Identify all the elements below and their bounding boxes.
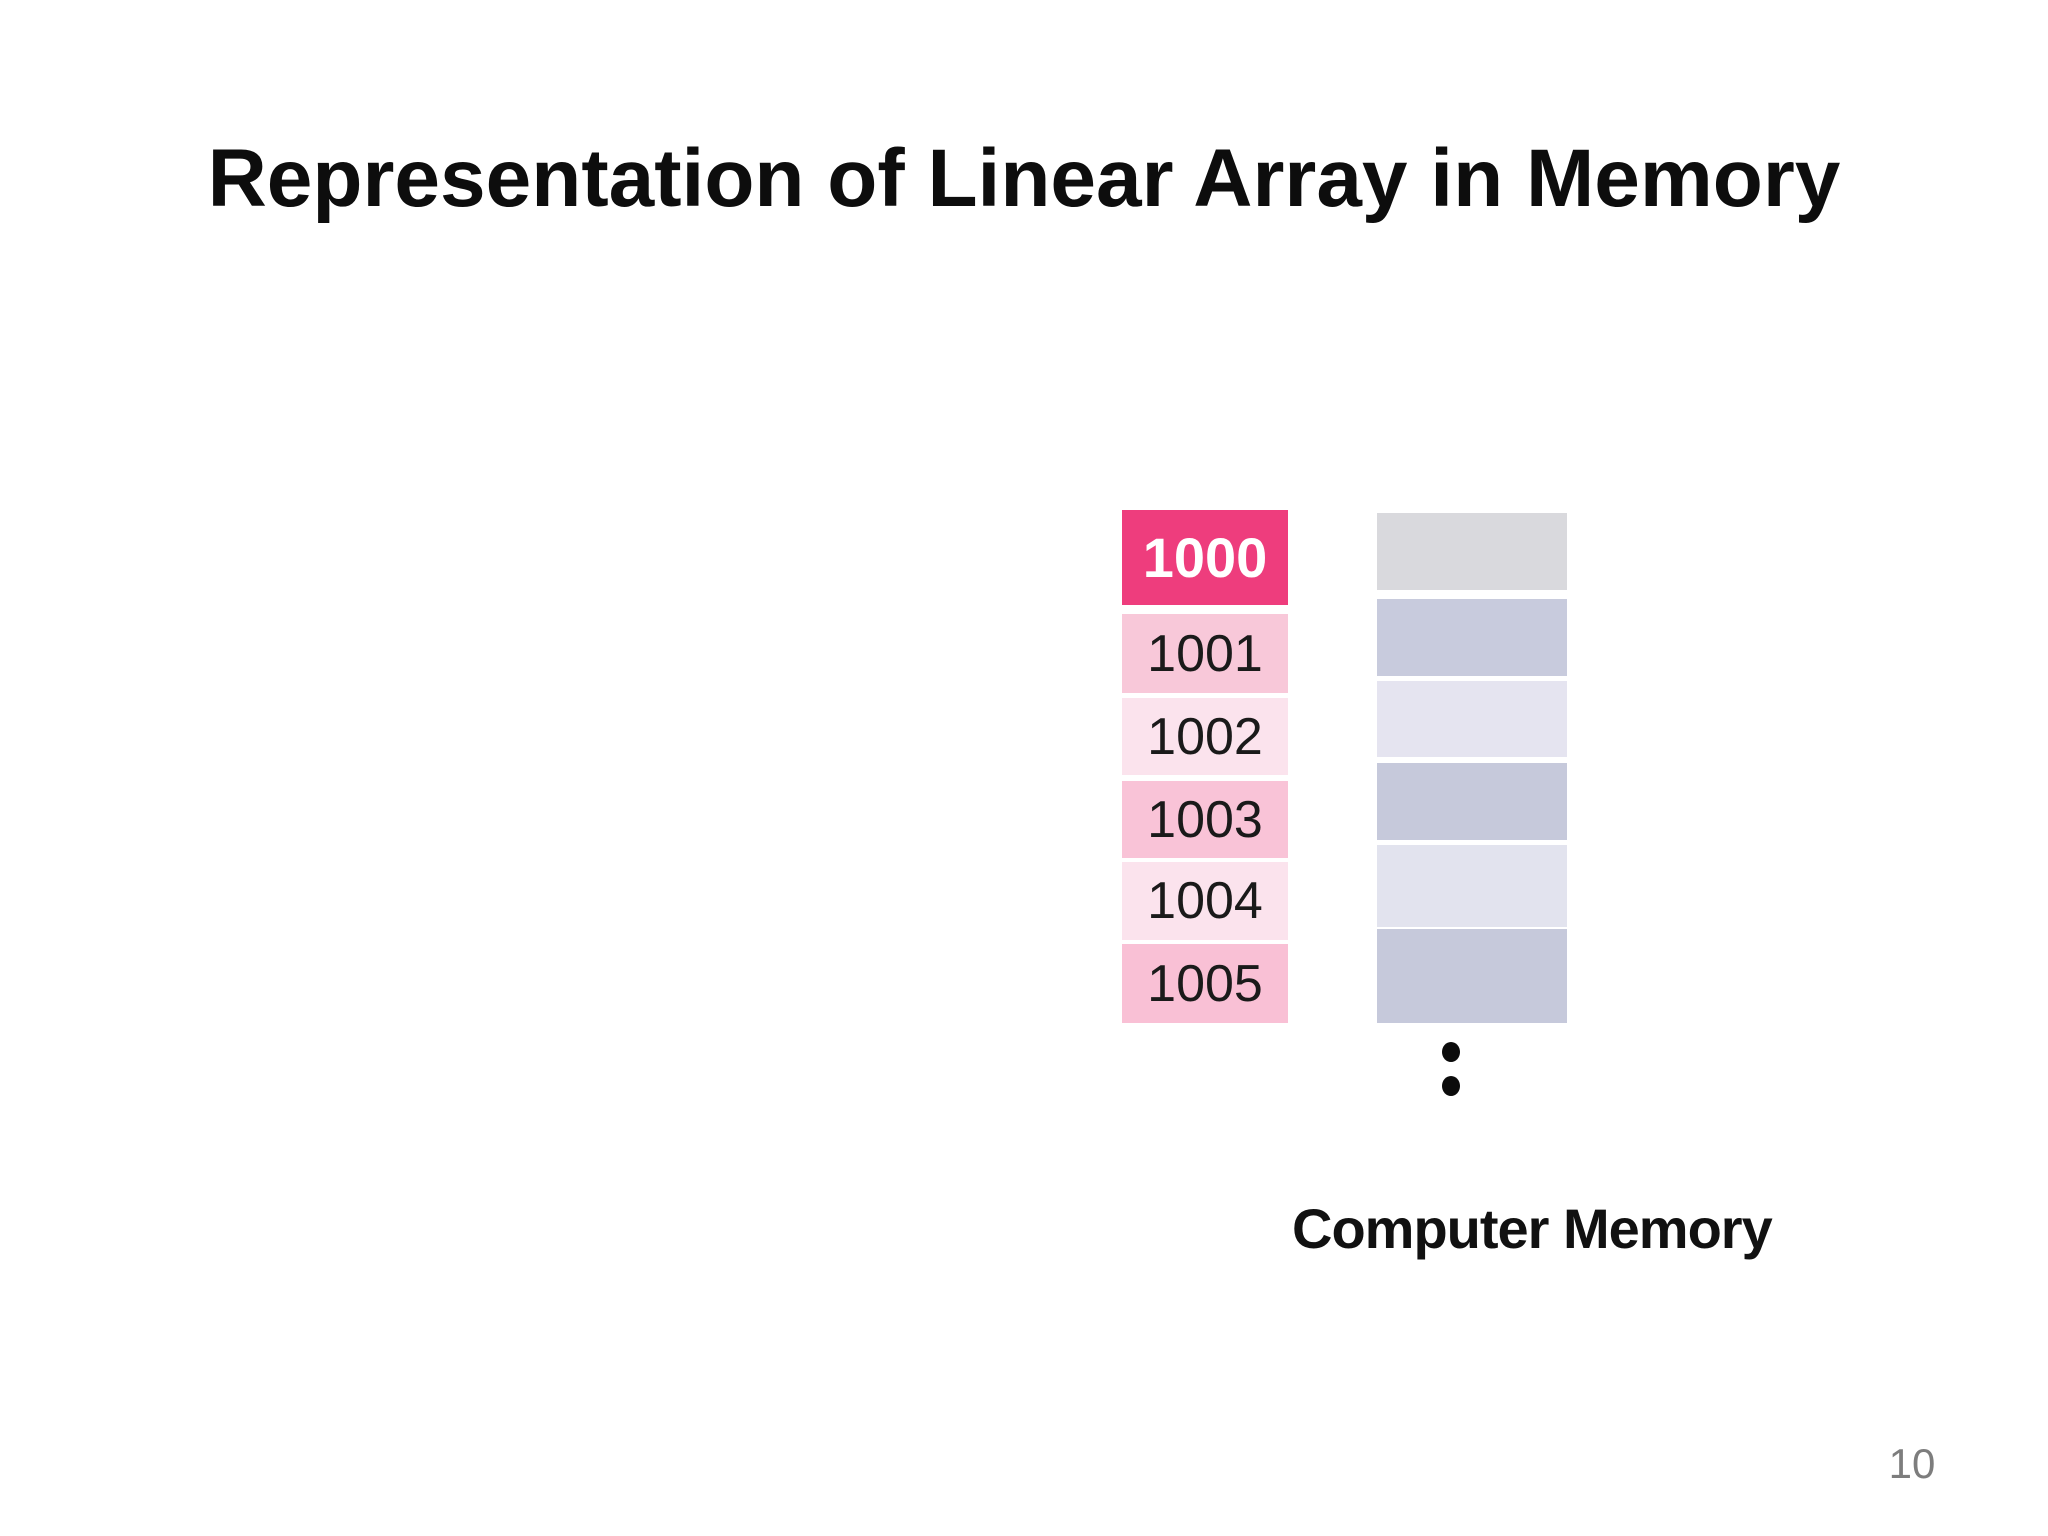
memory-cell-1 xyxy=(1377,513,1567,590)
memory-cell-3 xyxy=(1377,681,1567,757)
address-cell-1000: 1000 xyxy=(1122,510,1288,605)
address-cell-1002: 1002 xyxy=(1122,698,1288,775)
memory-cell-5 xyxy=(1377,845,1567,927)
address-cell-1001: 1001 xyxy=(1122,614,1288,693)
memory-cell-4 xyxy=(1377,763,1567,840)
ellipsis-dot-1 xyxy=(1442,1042,1460,1062)
memory-cell-6 xyxy=(1377,929,1567,1023)
address-cell-1003: 1003 xyxy=(1122,781,1288,858)
page-title: Representation of Linear Array in Memory xyxy=(207,133,1841,224)
memory-cell-2 xyxy=(1377,599,1567,676)
address-cell-1004: 1004 xyxy=(1122,862,1288,940)
page-number: 10 xyxy=(1888,1440,1936,1487)
ellipsis-dot-2 xyxy=(1442,1076,1460,1096)
address-cell-1005: 1005 xyxy=(1122,944,1288,1023)
memory-caption: Computer Memory xyxy=(1292,1197,1773,1260)
